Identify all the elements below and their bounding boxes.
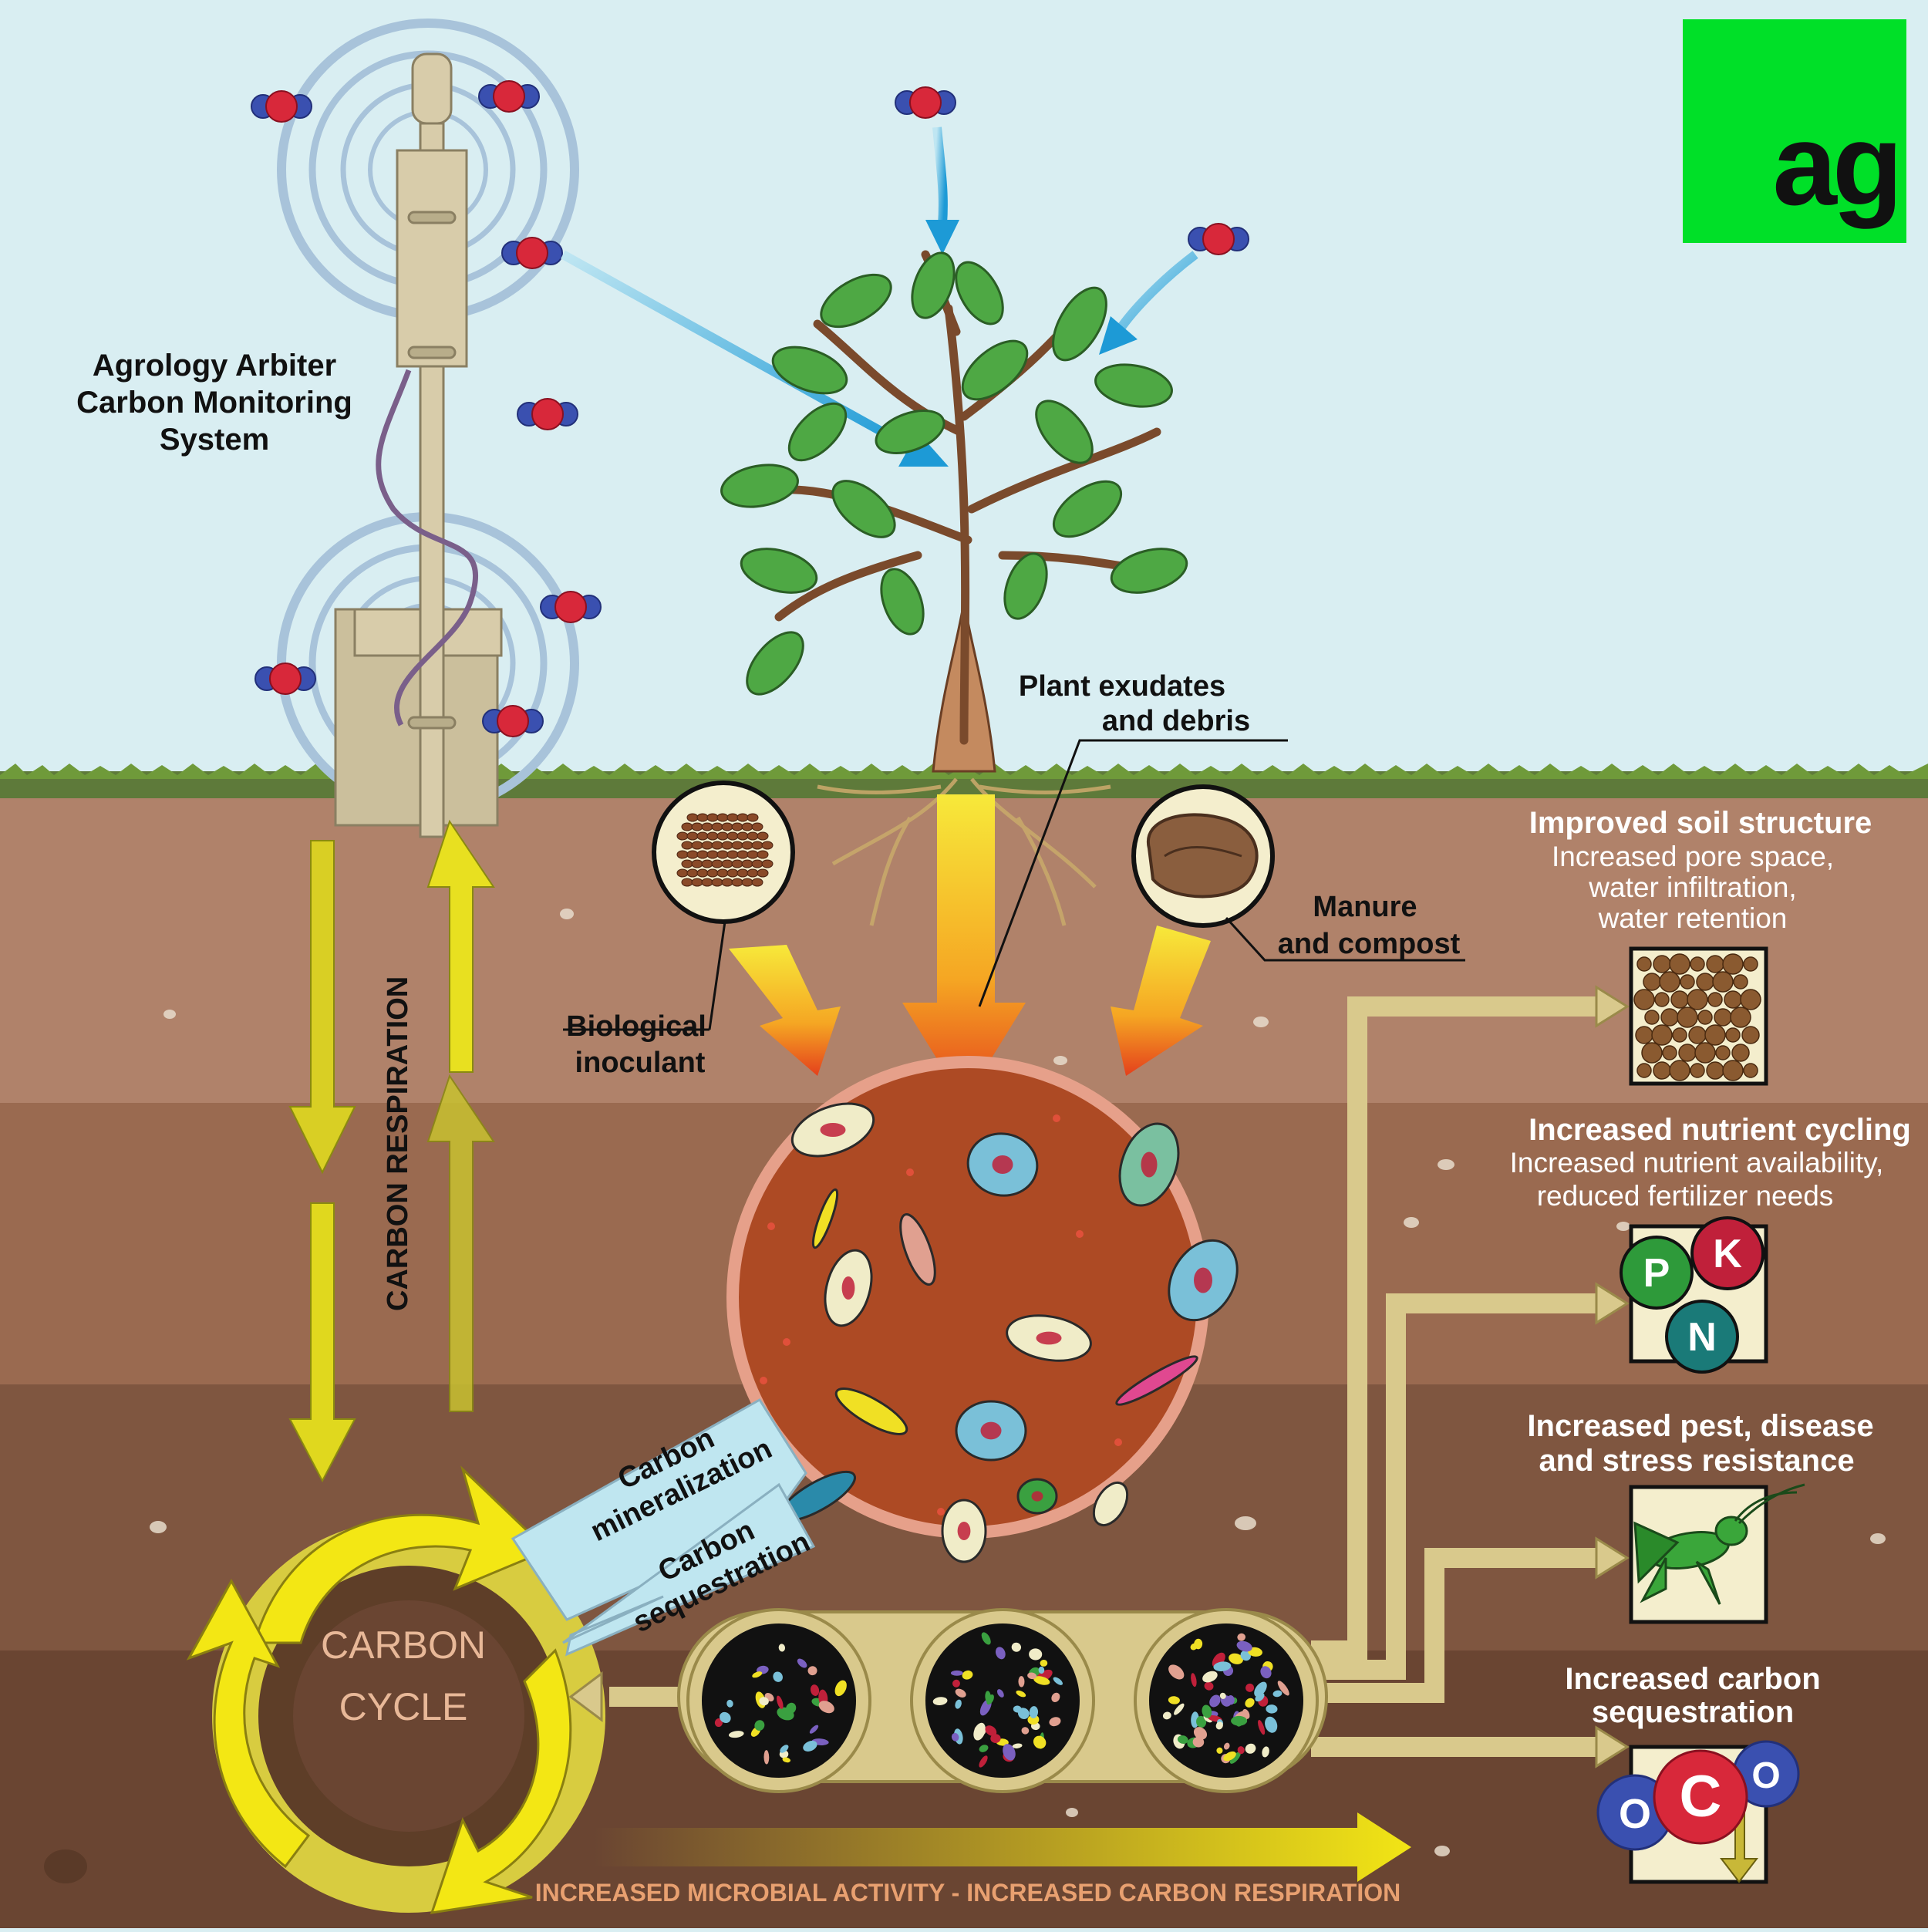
co2-inflow-arrows — [561, 126, 1198, 467]
co2-molecule-icon — [540, 591, 602, 623]
cycle-label-line1: CARBON — [321, 1623, 486, 1667]
monitor-label-line3: System — [160, 423, 269, 457]
co2-molecule-icon — [895, 86, 956, 119]
respiration-label: CARBON RESPIRATION — [382, 976, 414, 1311]
monitor-device — [334, 52, 503, 838]
manure-label-line1: Manure — [1313, 891, 1417, 923]
benefit-soil-structure: Improved soil structure Increased pore s… — [1529, 806, 1872, 1086]
inoculant-label-line2: inoculant — [575, 1047, 706, 1079]
exudates-label-line1: Plant exudates — [1019, 670, 1225, 703]
benefit-3-title: Increased pest, disease — [1527, 1409, 1873, 1443]
benefit-nutrient-cycling: Increased nutrient cycling Increased nut… — [1510, 1113, 1911, 1374]
exudates-leader — [978, 739, 1288, 1007]
exudates-label-line2: and debris — [1102, 705, 1250, 737]
microbe — [811, 1188, 839, 1249]
microbe-capsules — [677, 1608, 1328, 1793]
co2-molecules — [251, 80, 1249, 737]
benefit-1-line2: water infiltration, — [1588, 872, 1796, 903]
bottom-banner: INCREASED MICROBIAL ACTIVITY - INCREASED… — [535, 1812, 1411, 1907]
nutrient-p: P — [1643, 1251, 1670, 1296]
cycle-label-line2: CYCLE — [339, 1685, 468, 1728]
microbe — [834, 1387, 908, 1435]
manure-bubble — [1131, 784, 1465, 962]
monitor-label-line1: Agrology Arbiter — [93, 349, 336, 383]
respiration-arrows: CARBON RESPIRATION — [288, 819, 495, 1483]
input-arrows — [729, 794, 1211, 1103]
microbe — [1092, 1482, 1129, 1526]
benefit-3-line1: and stress resistance — [1539, 1444, 1854, 1478]
logo-text: ag — [1772, 99, 1898, 229]
benefit-carbon-sequestration: Increased carbon sequestration O C O — [1565, 1662, 1821, 1884]
carbon-cycle: CARBON CYCLE — [186, 1465, 605, 1914]
co2-molecule-icon — [501, 237, 563, 269]
benefit-1-line1: Increased pore space, — [1552, 841, 1834, 872]
monitor-label: Agrology Arbiter Carbon Monitoring Syste… — [76, 349, 352, 457]
nutrient-k: K — [1713, 1232, 1742, 1276]
microbe-circle — [726, 1056, 1239, 1563]
inoculant-bubble — [563, 781, 795, 1031]
molecule-o-right: O — [1751, 1755, 1780, 1796]
co2-molecule-icon — [1188, 223, 1249, 255]
benefit-pest-resistance: Increased pest, disease and stress resis… — [1527, 1409, 1874, 1624]
co2-molecule-icon — [251, 90, 312, 123]
co2-molecule-icon — [517, 398, 578, 430]
benefit-2-line1: Increased nutrient availability, — [1510, 1147, 1884, 1178]
benefit-4-title: Increased carbon — [1565, 1662, 1820, 1696]
benefit-pipe-heads — [568, 985, 1630, 1768]
manure-label-line2: and compost — [1278, 928, 1461, 960]
microbe — [899, 1213, 936, 1286]
benefit-4-line1: sequestration — [1592, 1695, 1794, 1729]
benefit-1-line3: water retention — [1598, 902, 1788, 934]
logo-box — [1683, 19, 1906, 243]
brand-logo: ag — [1683, 19, 1906, 243]
plant — [720, 250, 1188, 942]
benefit-2-title: Increased nutrient cycling — [1529, 1113, 1911, 1147]
bottom-banner-label: INCREASED MICROBIAL ACTIVITY - INCREASED… — [535, 1879, 1400, 1907]
co2-molecule-icon — [482, 705, 544, 737]
microbe — [1115, 1355, 1198, 1406]
co2-molecule-icon — [478, 80, 540, 113]
benefit-1-title: Improved soil structure — [1529, 806, 1872, 840]
molecule-o-left: O — [1619, 1791, 1651, 1837]
benefit-pipes — [609, 996, 1596, 1757]
co2-molecule-icon — [254, 663, 316, 695]
nutrient-n: N — [1687, 1315, 1717, 1360]
molecule-c: C — [1680, 1764, 1722, 1829]
benefit-2-line2: reduced fertilizer needs — [1537, 1180, 1834, 1212]
monitor-label-line2: Carbon Monitoring — [76, 386, 352, 420]
inoculant-label-line1: Biological — [566, 1010, 706, 1043]
input-labels: Plant exudates and debris Manure and com… — [566, 670, 1460, 1079]
